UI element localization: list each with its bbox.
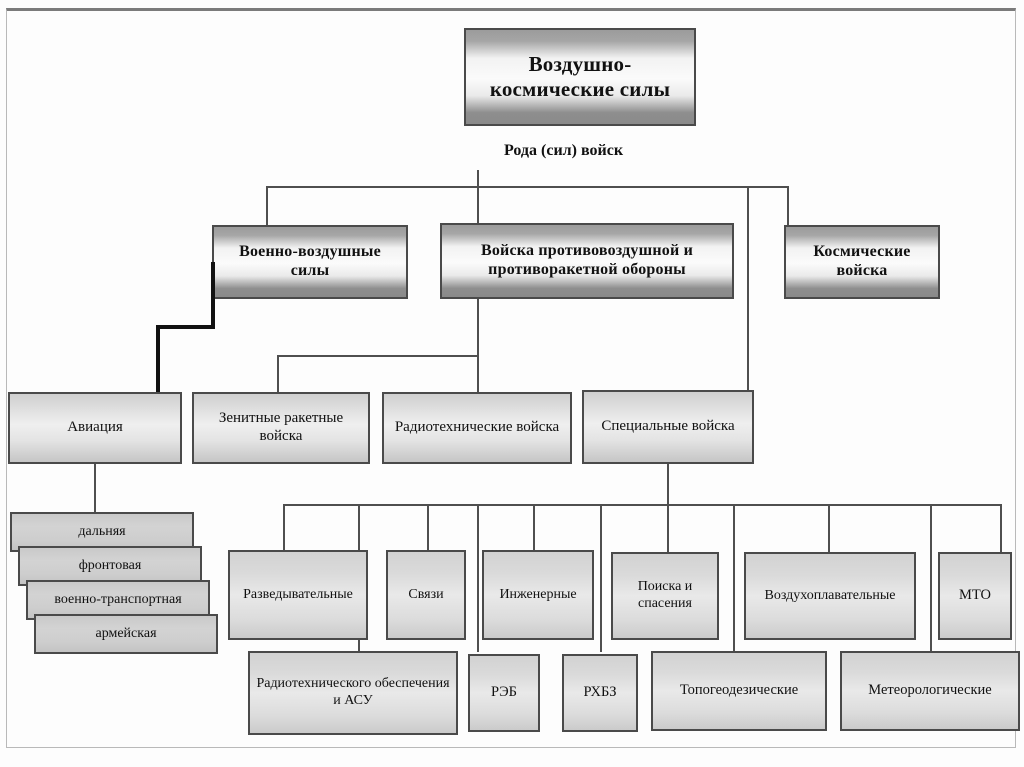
node-label: Военно-воздушные силы	[239, 243, 381, 279]
node-label: Космические войска	[813, 243, 911, 279]
connector-pvo-to-bus	[477, 299, 479, 356]
node-label: дальняя	[78, 523, 126, 539]
node-label: РЭБ	[491, 684, 517, 701]
node-label: РХБЗ	[583, 684, 617, 701]
connector-vvs-elbow-horizontal	[156, 325, 215, 329]
connector-spetsialnye-bus	[283, 504, 1001, 506]
node-aviatsiya-armeiskaya[interactable]: армейская	[34, 614, 218, 654]
node-label: Воздушно- космические силы	[489, 52, 671, 101]
node-zenitnye-raketnye-voiska[interactable]: Зенитные ракетные войска	[192, 392, 370, 464]
connector-drop-rhbz	[600, 504, 602, 652]
node-reb[interactable]: РЭБ	[468, 654, 540, 732]
connector-drop-reb	[477, 504, 479, 652]
node-label: Метеорологические	[868, 682, 992, 699]
connector-elbow-to-aviatsiya	[156, 325, 160, 394]
connector-drop-vozduhoplavatelnye	[828, 504, 830, 552]
connector-drop-inzhenernye	[533, 504, 535, 552]
node-vks-root[interactable]: Воздушно- космические силы	[464, 28, 696, 126]
node-aviatsiya[interactable]: Авиация	[8, 392, 182, 464]
node-label: Связи	[408, 586, 444, 602]
node-spetsialnye-voiska[interactable]: Специальные войска	[582, 390, 754, 464]
connector-aviatsiya-to-types	[94, 464, 96, 512]
node-topogeodezicheskie[interactable]: Топогеодезические	[651, 651, 827, 731]
node-label: Инженерные	[499, 586, 577, 602]
node-vvs[interactable]: Военно-воздушные силы	[212, 225, 408, 299]
node-label: Топогеодезические	[679, 682, 799, 699]
node-label: Разведывательные	[243, 586, 353, 602]
node-kosmicheskie-voiska[interactable]: Космические войска	[784, 225, 940, 299]
node-vozduhoplavatelnye[interactable]: Воздухоплавательные	[744, 552, 916, 640]
node-label: Войска противовоздушной и противоракетно…	[480, 242, 693, 278]
node-label: Зенитные ракетные войска	[218, 410, 344, 444]
node-radiotehnicheskie-voiska[interactable]: Радиотехнические войска	[382, 392, 572, 464]
connector-drop-razvedyvatelnye	[283, 504, 285, 552]
connector-drop-mto	[1000, 504, 1002, 552]
connector-drop-kosmicheskie	[787, 186, 789, 225]
connector-vvs-elbow-vertical	[211, 262, 215, 329]
node-svyazi[interactable]: Связи	[386, 550, 466, 640]
node-label: Специальные войска	[601, 418, 735, 435]
node-label: Радиотехнические войска	[394, 419, 560, 436]
connector-drop-svyazi	[427, 504, 429, 552]
node-label: военно-транспортная	[54, 591, 182, 607]
connector-drop-pvo	[477, 186, 479, 225]
node-meteorologicheskie[interactable]: Метеорологические	[840, 651, 1020, 731]
connector-pvo-bus	[277, 355, 479, 357]
connector-drop-meteorologicheskie	[930, 504, 932, 652]
node-label: Авиация	[67, 419, 123, 436]
connector-drop-poiska-i-spaseniya	[667, 504, 669, 552]
connector-drop-spetsialnye	[747, 186, 749, 392]
connector-drop-rtv	[477, 355, 479, 394]
node-label: армейская	[95, 625, 157, 641]
connector-drop-zrv	[277, 355, 279, 394]
node-label: Поиска и спасения	[637, 579, 693, 611]
node-poiska-i-spaseniya[interactable]: Поиска и спасения	[611, 552, 719, 640]
connector-spetsialnye-to-bus	[667, 464, 669, 505]
node-pvo-pro[interactable]: Войска противовоздушной и противоракетно…	[440, 223, 734, 299]
caption-rod-sil-voisk: Рода (сил) войск	[504, 142, 624, 159]
node-radiotehnicheskogo-obespecheniya-i-asu[interactable]: Радиотехнического обеспечения и АСУ	[248, 651, 458, 735]
node-aviatsiya-frontovaya[interactable]: фронтовая	[18, 546, 202, 586]
node-label: МТО	[958, 587, 992, 604]
connector-tier2-bus	[266, 186, 789, 188]
node-inzhenernye[interactable]: Инженерные	[482, 550, 594, 640]
node-label: Радиотехнического обеспечения и АСУ	[256, 676, 450, 708]
node-label: Воздухоплавательные	[764, 587, 896, 603]
connector-drop-topogeodezicheskie	[733, 504, 735, 652]
connector-root-to-bus	[477, 170, 479, 187]
connector-drop-vvs	[266, 186, 268, 225]
node-label: фронтовая	[78, 557, 142, 573]
node-mto[interactable]: МТО	[938, 552, 1012, 640]
node-razvedyvatelnye[interactable]: Разведывательные	[228, 550, 368, 640]
node-rhbz[interactable]: РХБЗ	[562, 654, 638, 732]
